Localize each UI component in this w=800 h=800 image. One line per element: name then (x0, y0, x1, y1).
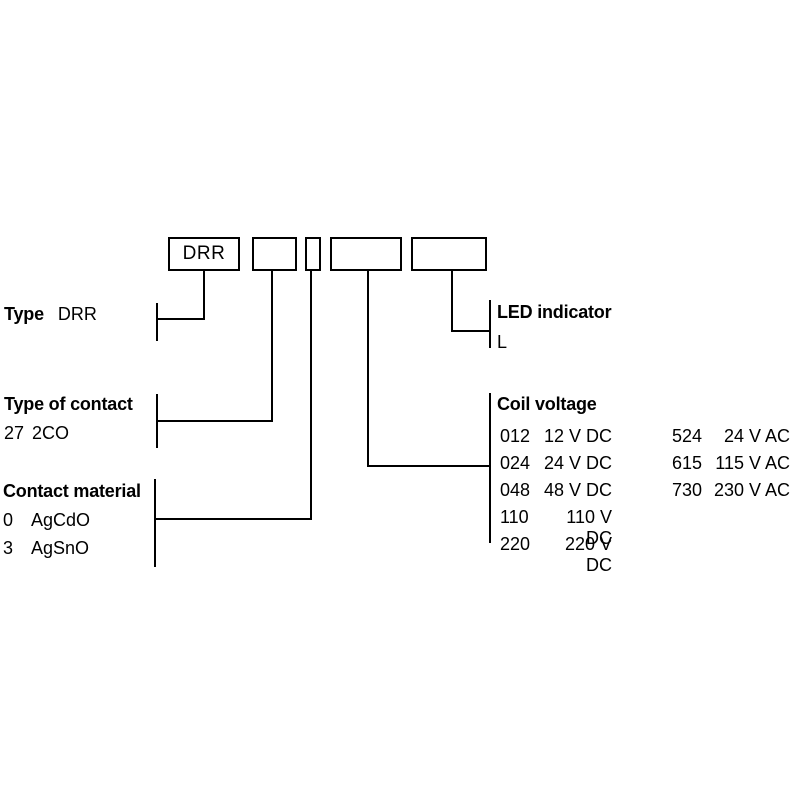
coil-voltage-row: 220 220 V DC (500, 534, 792, 575)
connector-line (156, 394, 158, 448)
coil-ac-code: 615 (672, 453, 703, 473)
coil-dc-value: 48 V DC (543, 480, 612, 500)
material-code: 3 (3, 538, 14, 558)
coil-dc-code: 220 (500, 534, 531, 554)
coil-dc-value: 220 V DC (564, 534, 612, 575)
type-of-contact-heading: Type of contact (4, 394, 133, 414)
type-of-contact-row: 27 2CO (4, 423, 69, 444)
coil-ac-code: 730 (672, 480, 703, 500)
type-row: Type DRR (4, 304, 97, 325)
type-heading: Type (4, 304, 44, 324)
material-code: 0 (3, 510, 14, 530)
contact-material-heading: Contact material (3, 481, 141, 501)
coil-dc-code: 024 (500, 453, 531, 473)
material-label: AgCdO (31, 510, 91, 530)
connector-line (367, 465, 491, 467)
connector-line (156, 318, 205, 320)
material-option-row: 0 AgCdO (3, 510, 90, 531)
coil-voltage-row: 048 48 V DC 730 230 V AC (500, 480, 792, 503)
connector-line (489, 300, 491, 348)
led-indicator-heading: LED indicator (497, 302, 612, 322)
connector-line (451, 269, 453, 332)
led-indicator-value: L (497, 332, 508, 352)
coil-dc-code: 110 (500, 507, 529, 527)
connector-line (156, 420, 273, 422)
connector-line (489, 393, 491, 543)
coil-ac-value: 24 V AC (723, 426, 790, 446)
connector-line (154, 479, 156, 567)
coil-dc-code: 048 (500, 480, 531, 500)
type-code-label: DRR (182, 243, 226, 264)
connector-line (203, 269, 205, 320)
connector-line (271, 269, 273, 422)
material-option-row: 3 AgSnO (3, 538, 89, 559)
coil-ac-value: 115 V AC (715, 453, 790, 473)
coil-voltage-row: 012 12 V DC 524 24 V AC (500, 426, 792, 449)
contact-material-code-box (305, 237, 321, 271)
coil-dc-value: 24 V DC (543, 453, 612, 473)
coil-voltage-row: 110 110 V DC (500, 507, 792, 548)
type-value: DRR (57, 304, 97, 324)
material-label: AgSnO (31, 538, 90, 558)
coil-dc-code: 012 (500, 426, 531, 446)
led-indicator-value-row: L (497, 332, 507, 353)
connector-line (310, 269, 312, 520)
type-code-box: DRR (168, 237, 240, 271)
coil-dc-value: 12 V DC (543, 426, 612, 446)
contact-type-code-box (252, 237, 297, 271)
connector-line (154, 518, 312, 520)
coil-voltage-code-box (330, 237, 402, 271)
connector-line (367, 269, 369, 467)
coil-ac-value: 230 V AC (713, 480, 790, 500)
type-of-contact-value: 2CO (32, 423, 70, 443)
coil-voltage-heading: Coil voltage (497, 394, 597, 414)
type-of-contact-code: 27 (4, 423, 25, 443)
connector-line (451, 330, 491, 332)
connector-line (156, 303, 158, 341)
coil-ac-code: 524 (672, 426, 703, 446)
coil-voltage-row: 024 24 V DC 615 115 V AC (500, 453, 792, 476)
led-indicator-code-box (411, 237, 487, 271)
coil-dc-value: 110 V DC (566, 507, 612, 548)
